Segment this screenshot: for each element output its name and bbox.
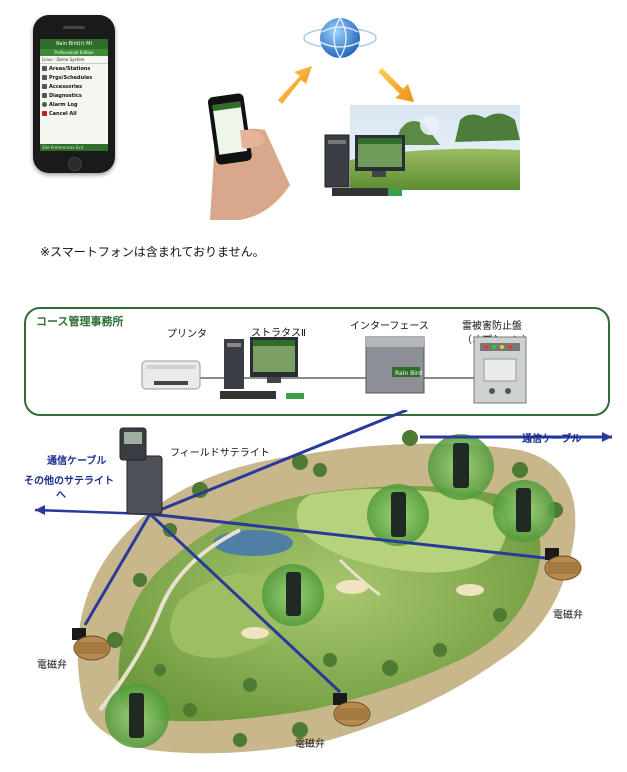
calendar-icon (42, 75, 47, 80)
phone-menu-accessories[interactable]: Accessories (40, 82, 108, 91)
other-satellite-label: その他のサテライト (24, 476, 114, 487)
office-pc (324, 134, 405, 196)
hand-with-phone (207, 93, 290, 220)
cart-path (98, 528, 241, 712)
office-devices: Rain Bird (141, 336, 527, 404)
solenoid-valve (544, 548, 582, 581)
phone-home-button (68, 157, 82, 171)
sprinkler-zone (493, 480, 555, 542)
cable-label-right: 通信ケーブル (522, 434, 582, 445)
printer-device (141, 360, 201, 390)
trees (395, 121, 440, 145)
bunker (336, 580, 368, 594)
cart-path (338, 558, 381, 597)
sprinkler-zone (105, 684, 169, 748)
phone-app-title: Rain Bird(r) MI (40, 39, 108, 49)
phone-menu-alarm[interactable]: Alarm Log (40, 100, 108, 109)
arrow-right-icon (602, 432, 612, 442)
stop-icon (42, 111, 47, 116)
arrow-left-icon (35, 505, 45, 515)
cable-label-left: 通信ケーブル (47, 456, 107, 467)
phone-edition: Professional Edition (40, 49, 108, 56)
phone-menu-areas[interactable]: Areas/Stations (40, 64, 108, 73)
bunker (241, 627, 269, 639)
globe-icon (303, 17, 377, 59)
smartphone: Rain Bird(r) MI Professional Edition Lin… (33, 15, 115, 173)
remote-access-illustration (207, 17, 520, 220)
field-satellite-device (119, 427, 163, 515)
sprinkler-zone (262, 564, 324, 626)
stratus-pc-device (220, 337, 304, 399)
pulse-icon (42, 93, 47, 98)
phone-menu-cancel[interactable]: Cancel All (40, 109, 108, 118)
other-satellite-suffix: へ (56, 490, 66, 501)
tool-icon (42, 84, 47, 89)
phone-footer[interactable]: Site Preferences Exit (40, 144, 108, 151)
valve-label-bottom: 電磁弁 (295, 739, 325, 750)
bunker (456, 584, 484, 596)
golf-course-field-diagram (34, 410, 612, 754)
trees (455, 113, 520, 142)
field-satellite-label: フィールドサテライト (170, 448, 270, 459)
alarm-icon (42, 102, 47, 107)
interface-brand: Rain Bird (395, 370, 422, 377)
pond (213, 530, 293, 556)
sprinkler-zone (367, 484, 429, 546)
phone-screen: Rain Bird(r) MI Professional Edition Lin… (40, 39, 108, 151)
arrow-right-icon (378, 68, 414, 102)
interface-label: インターフェース (350, 321, 429, 332)
note-text: ※スマートフォンは含まれておりません。 (40, 245, 265, 259)
phone-user: Linus - Demo System (40, 56, 108, 64)
valve-label-right: 電磁弁 (553, 610, 583, 621)
printer-label: プリンタ (167, 329, 207, 340)
phone-menu-diagnostics[interactable]: Diagnostics (40, 91, 108, 100)
stratus-label: ストラタスⅡ (251, 328, 306, 339)
grid-icon (42, 66, 47, 71)
surge-label: 雷被害防止盤 (462, 321, 522, 332)
communication-cables (83, 410, 612, 694)
surge-protection-panel (473, 336, 527, 404)
phone-menu-programs[interactable]: Prgs/Schedules (40, 73, 108, 82)
valve-label-left: 電磁弁 (37, 660, 67, 671)
solenoid-valve (333, 693, 371, 727)
office-title: コース管理事務所 (36, 315, 124, 328)
interface-device: Rain Bird (365, 336, 425, 394)
trees (107, 430, 563, 747)
solenoid-valve (72, 628, 111, 661)
sprinkler-zone (428, 434, 494, 500)
arrow-left-icon (278, 66, 312, 104)
phone-speaker (63, 26, 85, 29)
sprinkler-spray (420, 115, 440, 135)
